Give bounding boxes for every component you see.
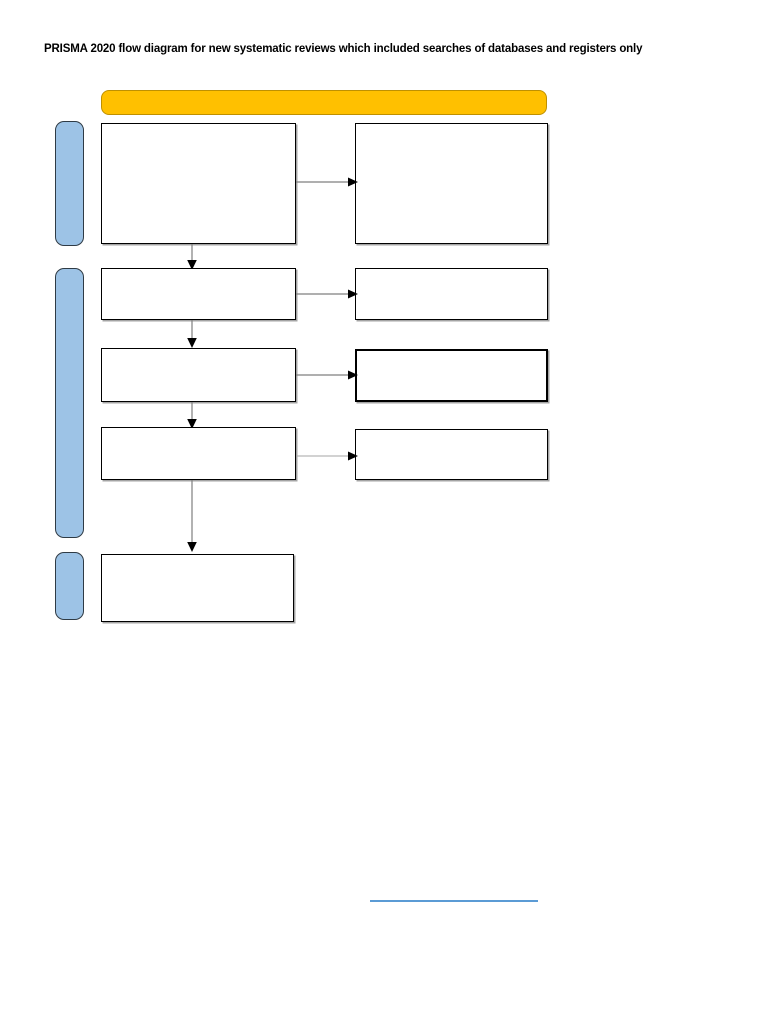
- box-reports-excluded-text: [356, 430, 547, 440]
- identification-banner: [101, 90, 547, 115]
- box-records-identified-text: [102, 124, 295, 134]
- arrow-screened-to-reports-sought: [186, 320, 198, 348]
- stage-tab-identification-label: [56, 122, 83, 245]
- arrow-sought-to-assessed: [186, 402, 198, 429]
- box-records-screened: [101, 268, 296, 320]
- stage-tab-screening-label: [56, 269, 83, 537]
- identification-banner-label: [102, 91, 546, 114]
- box-records-screened-text: [102, 269, 295, 279]
- box-records-removed-before-screening: [355, 123, 548, 244]
- arrow-screened-to-excluded: [296, 289, 358, 299]
- box-reports-assessed-for-eligibility: [101, 427, 296, 480]
- box-reports-not-retrieved: [355, 349, 548, 402]
- arrow-assessed-to-excluded: [296, 451, 358, 461]
- box-records-identified: [101, 123, 296, 244]
- arrow-identified-to-removed: [296, 177, 358, 187]
- box-reports-excluded: [355, 429, 548, 480]
- box-records-excluded: [355, 268, 548, 320]
- arrow-sought-to-not-retrieved: [296, 370, 358, 380]
- stage-tab-screening: [55, 268, 84, 538]
- arrow-assessed-to-studies-included: [186, 480, 198, 552]
- box-reports-assessed-for-eligibility-text: [102, 428, 295, 438]
- box-reports-sought-for-retrieval: [101, 348, 296, 402]
- stage-tab-identification: [55, 121, 84, 246]
- box-records-removed-before-screening-text: [356, 124, 547, 134]
- box-records-excluded-text: [356, 269, 547, 279]
- footer-hyperlink[interactable]: [370, 888, 538, 902]
- box-studies-included-in-review: [101, 554, 294, 622]
- box-reports-sought-for-retrieval-text: [102, 349, 295, 359]
- arrow-identified-to-screened: [186, 244, 198, 270]
- stage-tab-included-label: [56, 553, 83, 619]
- box-reports-not-retrieved-text: [357, 351, 546, 361]
- stage-tab-included: [55, 552, 84, 620]
- box-studies-included-in-review-text: [102, 555, 293, 565]
- page-title: PRISMA 2020 flow diagram for new systema…: [44, 43, 643, 55]
